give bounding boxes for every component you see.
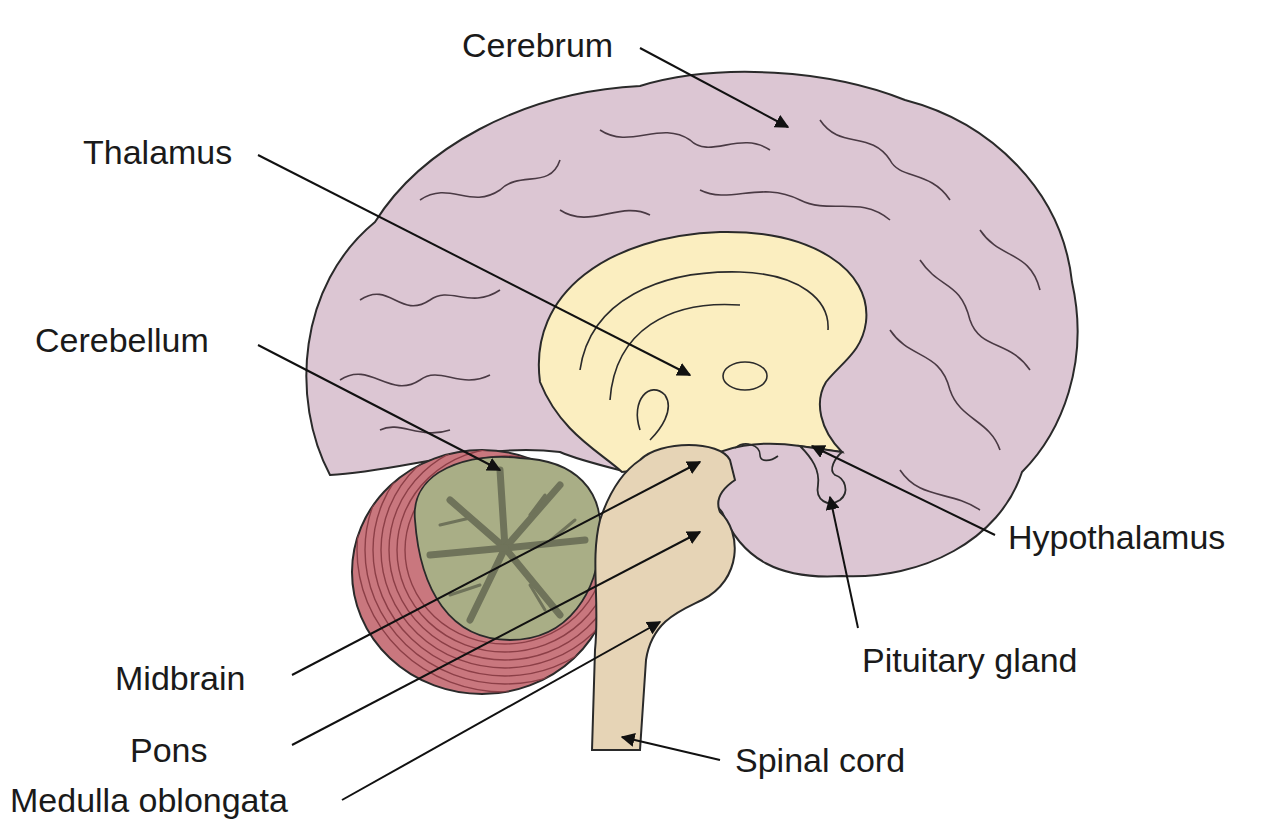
pituitary-shape (800, 446, 845, 503)
part-label: Pituitary gland (862, 640, 1077, 680)
thalamus-shape (723, 362, 767, 390)
part-label: Spinal cord (735, 740, 905, 780)
fornix-lines (580, 272, 828, 440)
part-label: Cerebellum (35, 320, 209, 360)
inner-region (539, 232, 867, 472)
part-label: Hypothalamus (1008, 517, 1225, 557)
brainstem-shape (592, 445, 735, 750)
part-label: Cerebrum (462, 25, 613, 65)
part-label: Midbrain (115, 658, 245, 698)
part-label: Medulla oblongata (10, 780, 288, 820)
leader-arrows (258, 48, 995, 800)
part-label: Thalamus (83, 132, 232, 172)
part-label: Pons (130, 730, 208, 770)
